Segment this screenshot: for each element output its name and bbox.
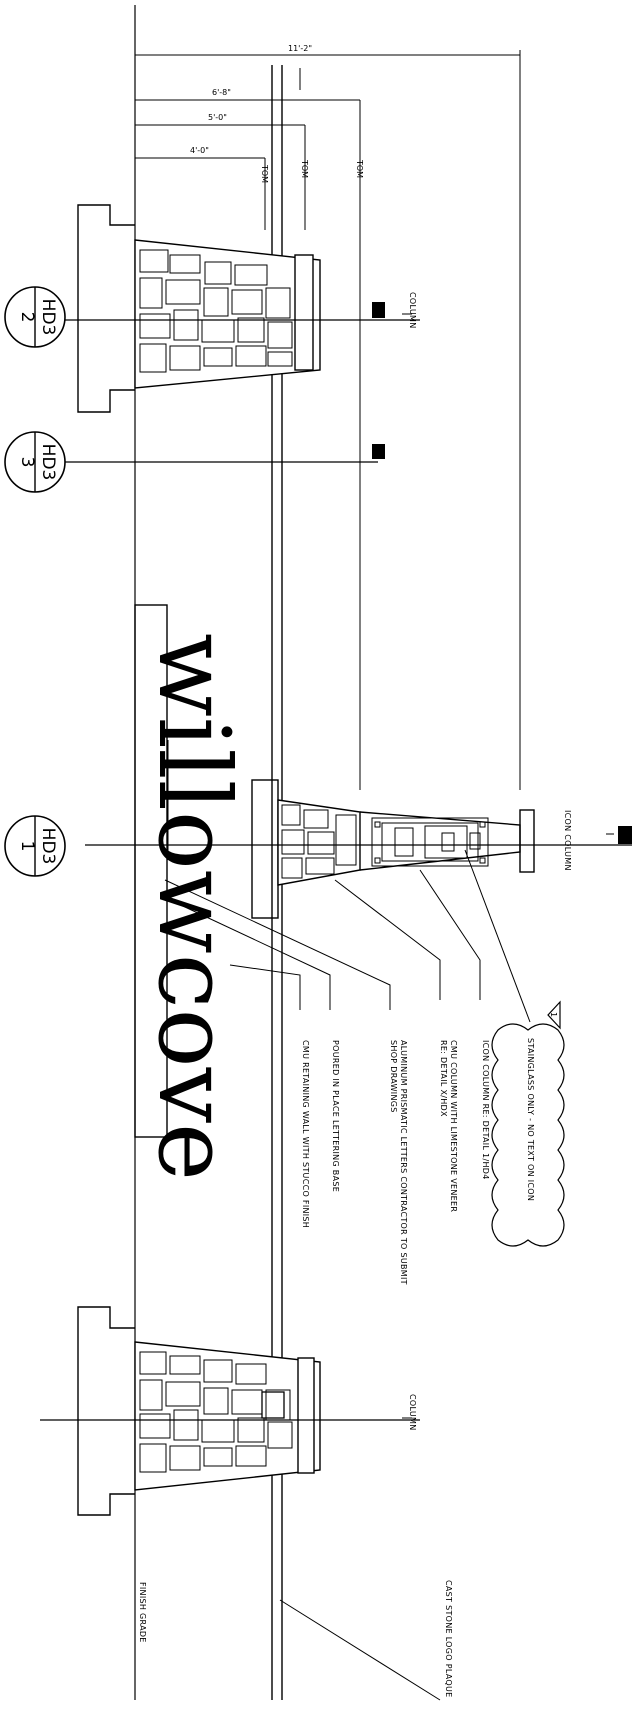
section-tag-3-sheet: HD3 <box>38 444 58 481</box>
tom-label-3: TOM <box>355 159 364 178</box>
section-tag-2: 2 HD3 <box>4 286 66 348</box>
tom-label-2: TOM <box>300 159 309 178</box>
dim-6-8: 6'-8" <box>212 88 231 97</box>
top-stone-column <box>40 204 420 413</box>
section-tag-1-number: 1 <box>17 841 37 852</box>
callout-retaining-wall: CMU RETAINING WALL WITH STUCCO FINISH <box>301 1040 310 1228</box>
section-tag-3-number: 3 <box>17 457 37 468</box>
section-tag-3: 3 HD3 <box>4 431 66 493</box>
bottom-column-label: COLUMN <box>408 1394 417 1430</box>
dim-5-0: 5'-0" <box>208 113 227 122</box>
willowcove-sign-text: willowcove <box>136 633 250 1181</box>
stained-glass-cloud <box>491 1023 565 1247</box>
callout-cmu-column-1: CMU COLUMN WITH LIMESTONE VENEER <box>449 1040 458 1212</box>
top-column-label: COLUMN <box>408 292 417 328</box>
dim-4-0: 4'-0" <box>190 146 209 155</box>
callout-cmu-column-2: RE: DETAIL X/HDX <box>439 1040 448 1117</box>
revision-mark: 1 <box>549 1012 558 1017</box>
dimension-lines <box>135 50 521 790</box>
finish-grade-label: FINISH GRADE <box>138 1582 147 1643</box>
bottom-stone-column <box>40 1306 420 1516</box>
callout-lettering-base: POURED IN PLACE LETTERING BASE <box>331 1040 340 1192</box>
tom-label-1: TOM <box>260 164 269 183</box>
section-tag-2-sheet: HD3 <box>38 299 58 336</box>
callout-icon-column: ICON COLUMN RE: DETAIL 1/HD4 <box>481 1040 490 1180</box>
callout-stained-glass: STAINGLASS ONLY - NO TEXT ON ICON <box>526 1038 535 1201</box>
icon-column <box>85 779 632 919</box>
icon-column-label: ICON COLUMN <box>563 810 572 871</box>
section-tag-2-number: 2 <box>17 312 37 323</box>
revision-triangle: 1 <box>547 1000 561 1030</box>
section-tag-1-sheet: HD3 <box>38 828 58 865</box>
sign-base <box>134 604 169 1138</box>
callout-logo-plaque: CAST STONE LOGO PLAQUE <box>444 1580 453 1698</box>
callout-leaders <box>164 849 531 1701</box>
section-tag-1: 1 HD3 <box>4 815 66 877</box>
callout-letters-1: ALUMINUM PRISMATIC LETTERS CONTRACTOR TO… <box>399 1040 408 1285</box>
section-3-line <box>40 444 385 463</box>
callout-letters-2: SHOP DRAWINGS <box>389 1040 398 1113</box>
dim-overall: 11'-2" <box>288 44 312 53</box>
